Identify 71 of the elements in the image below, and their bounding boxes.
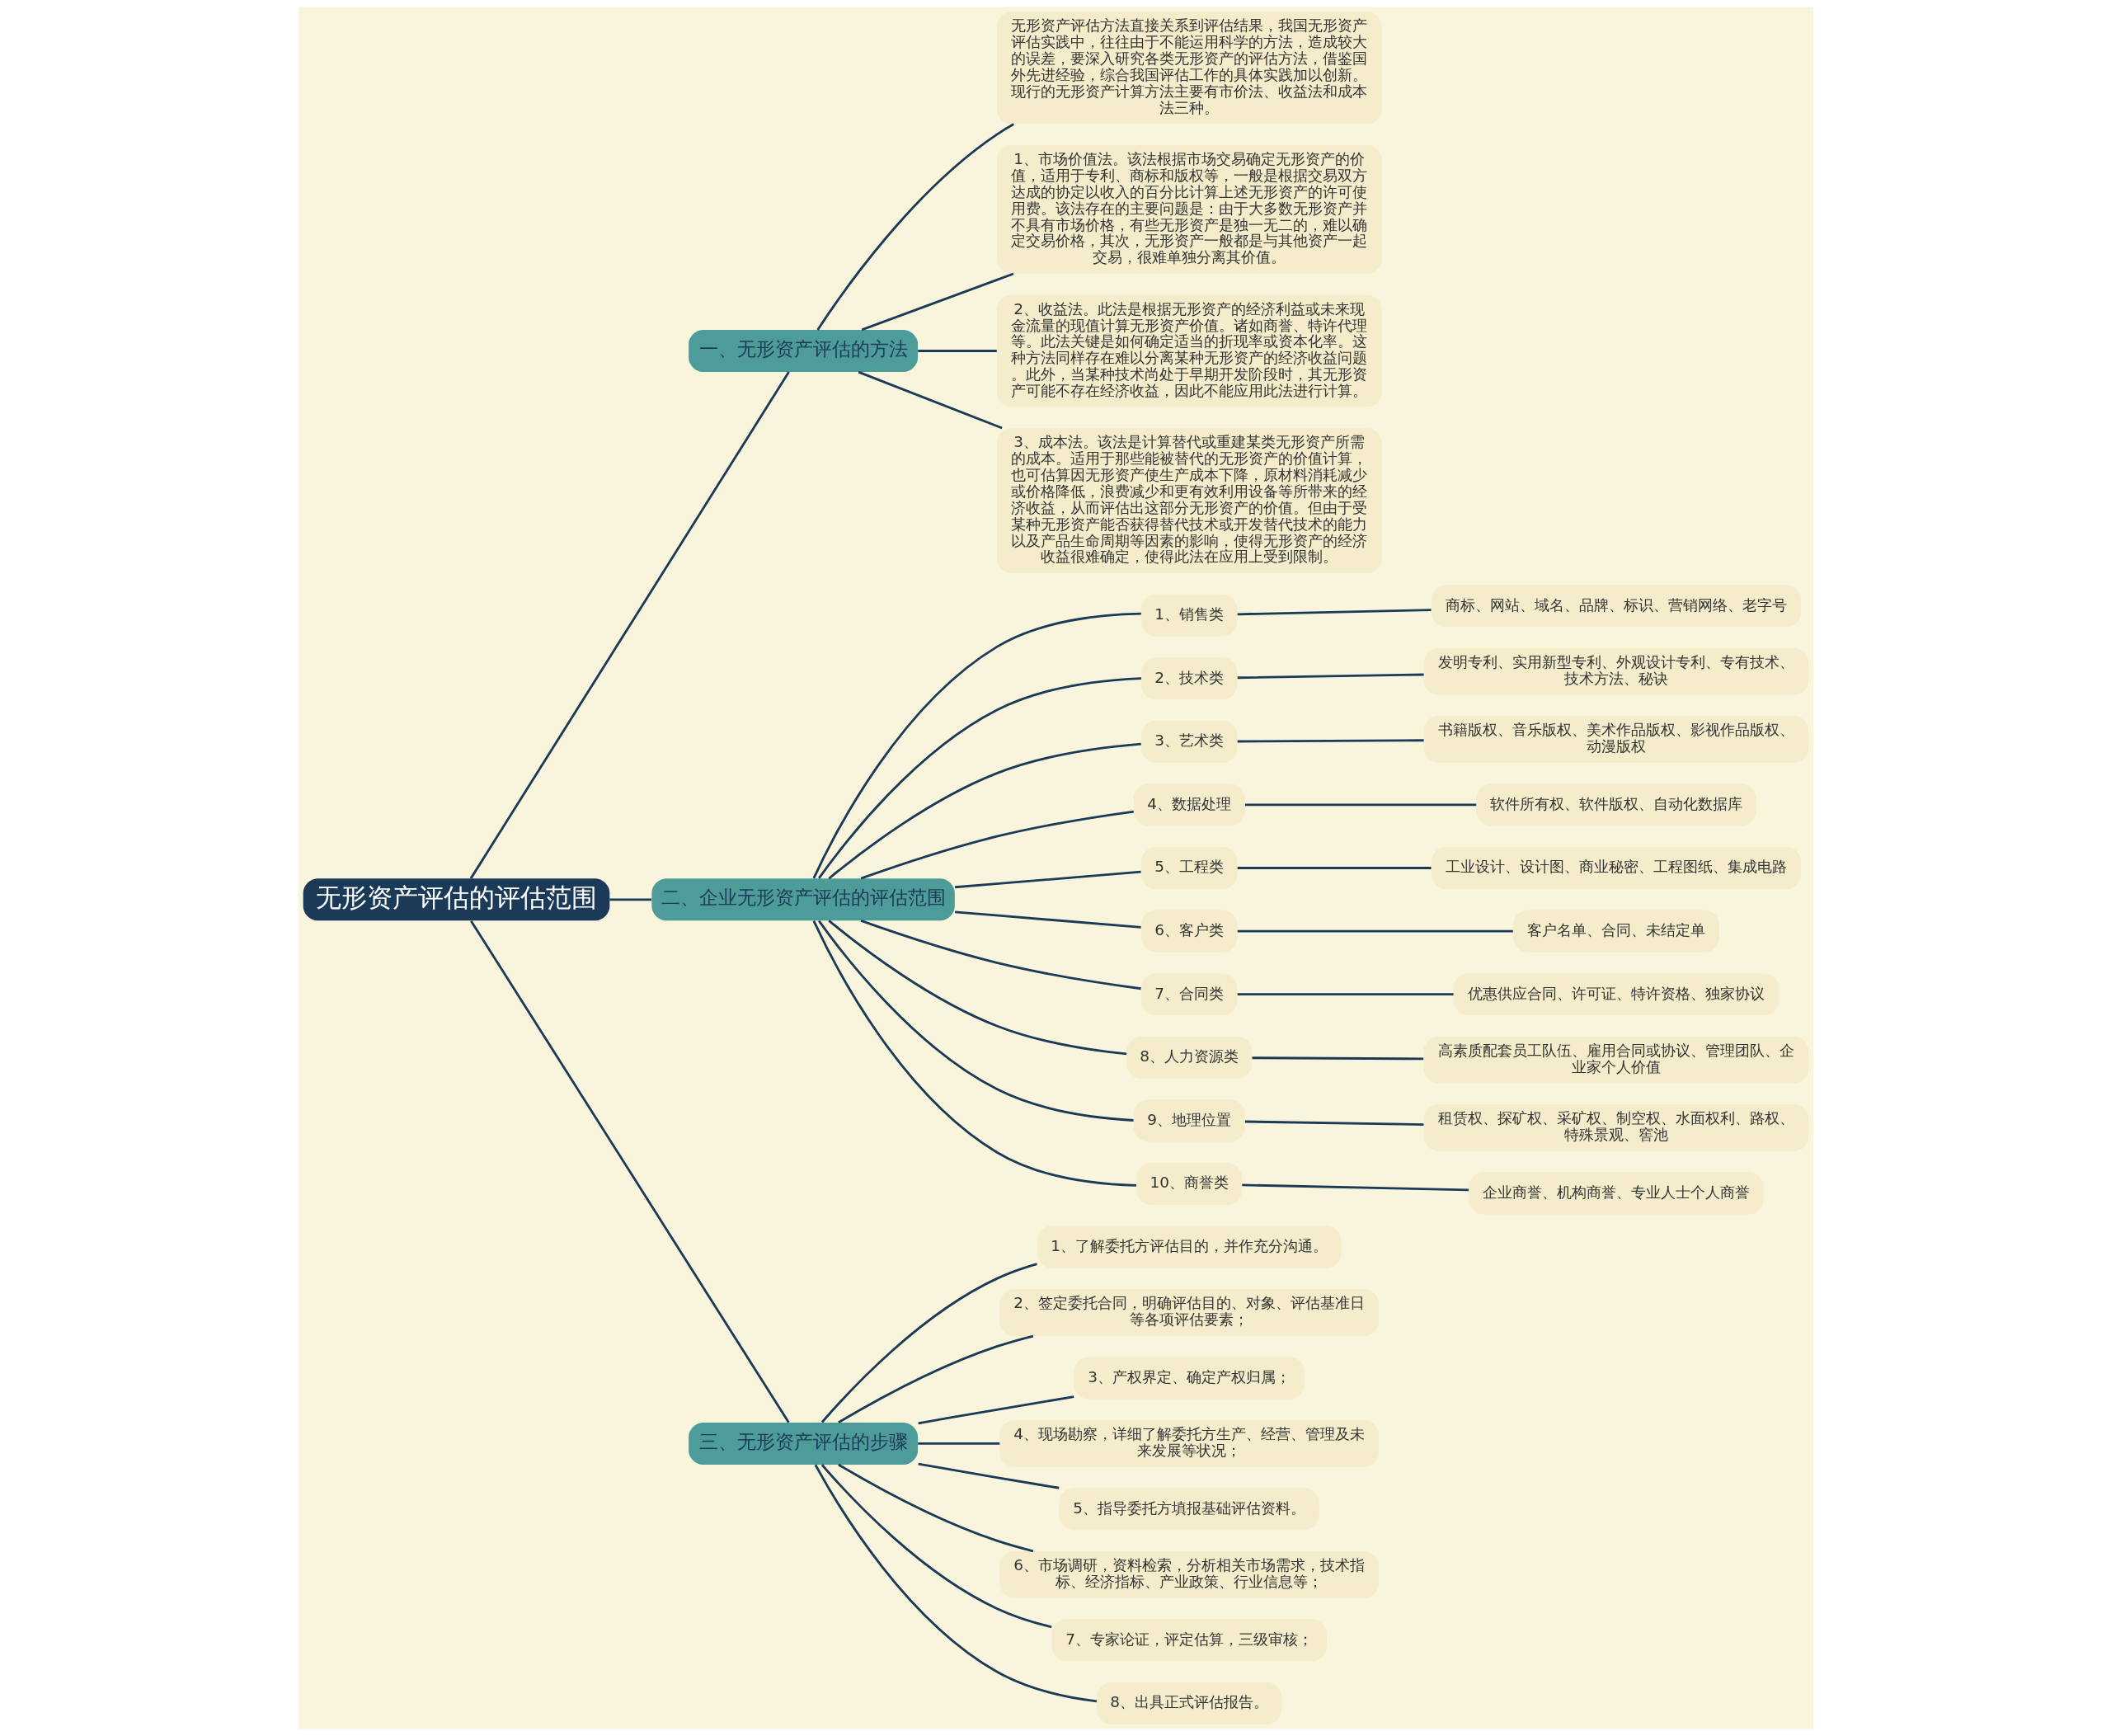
connector (820, 1263, 1037, 1423)
node-box: 6、客户类 (1140, 910, 1237, 953)
connector (827, 920, 1126, 1056)
node-box: 10、商誉类 (1135, 1162, 1242, 1206)
connector (816, 123, 1014, 331)
connector (860, 920, 1141, 990)
node-box: 租赁权、探矿权、采矿权、制空权、水面权利、路权、特殊景观、窖池 (1423, 1104, 1808, 1151)
node-box: 无形资产评估方法直接关系到评估结果，我国无形资产评估实践中，往往由于不能运用科学的方法，造成较大的误差，要深入研究各类无形资产的评估方法，借鉴国外先进经验，综合我国评估工作的具体实践加以创新。现行的无形资产计算方法主要有市价法、收益法和成本法三种。 (996, 12, 1382, 125)
node-box: 书籍版权、音乐版权、美术作品版权、影视作品版权、动漫版权 (1423, 716, 1808, 763)
node-box: 7、合同类 (1140, 973, 1237, 1016)
node-box: 4、现场勘察，详细了解委托方生产、经营、管理及未来发展等状况； (999, 1420, 1379, 1467)
connector (1244, 1120, 1423, 1126)
node-box: 企业商誉、机构商誉、专业人士个人商誉 (1468, 1172, 1764, 1215)
node-box: 7、专家论证，评定估算，三级审核； (1051, 1619, 1327, 1662)
connector (837, 1463, 1033, 1553)
connector (1237, 993, 1454, 996)
connector (814, 1464, 1097, 1703)
node-box: 4、数据处理 (1133, 783, 1245, 826)
connector (1244, 803, 1476, 807)
connector (469, 371, 790, 879)
node-box: 三、无形资产评估的步骤 (688, 1422, 918, 1465)
node-box: 1、销售类 (1140, 594, 1237, 637)
connector (1241, 1183, 1469, 1192)
node-box: 1、市场价值法。该法根据市场交易确定无形资产的价值，适用于专利、商标和版权等，一般是根据交易双方达成的协定以收入的百分比计算上述无形资产的许可使用费。该法存在的主要问题是：由于大多数无形资产并不具有市场价格，有些无形资产是独一无二的，难以确定交易价格，其次，无形资产一般都是与其他资产一起交易，很难单独分离其价值。 (996, 144, 1382, 274)
connector (1237, 739, 1424, 743)
connector (861, 272, 1013, 332)
connector (1237, 609, 1432, 616)
connector (917, 1462, 1059, 1489)
connector (1237, 867, 1431, 869)
node-box: 优惠供应合同、许可证、特许资格、独家协议 (1453, 973, 1779, 1016)
node-box: 无形资产评估的评估范围 (303, 878, 609, 921)
connector (917, 1395, 1074, 1425)
connector (860, 810, 1134, 880)
connector (837, 1334, 1033, 1424)
node-box: 3、产权界定、确定产权归属； (1074, 1357, 1305, 1400)
connector (817, 920, 1134, 1122)
connector (827, 742, 1141, 880)
node-box: 1、了解委托方评估目的，并作充分沟通。 (1037, 1226, 1342, 1268)
connector (469, 920, 790, 1423)
connector (1237, 929, 1513, 933)
connector (954, 910, 1141, 929)
connector (1237, 673, 1424, 680)
node-box: 2、签定委托合同，明确评估目的、对象、评估基准日等各项评估要素； (999, 1289, 1379, 1336)
connector (954, 870, 1141, 889)
node-box: 工业设计、设计图、商业秘密、工程图纸、集成电路 (1431, 846, 1801, 890)
connector (1252, 1056, 1423, 1061)
node-box: 发明专利、实用新型专利、外观设计专利、专有技术、技术方法、秘诀 (1423, 647, 1808, 695)
node-box: 二、企业无形资产评估的评估范围 (651, 878, 955, 921)
node-box: 商标、网站、域名、品牌、标识、营销网络、老字号 (1431, 585, 1801, 628)
node-box: 3、艺术类 (1140, 720, 1237, 763)
node-box: 2、技术类 (1140, 657, 1237, 700)
connector (917, 350, 997, 352)
connector (812, 612, 1141, 879)
node-box: 高素质配套员工队伍、雇用合同或协议、管理团队、企业家个人价值 (1423, 1036, 1808, 1084)
connector (817, 677, 1141, 879)
connector (858, 370, 1003, 430)
node-box: 客户名单、合同、未结定单 (1512, 910, 1719, 953)
node-box: 6、市场调研，资料检索，分析相关市场需求，技术指标、经济指标、产业政策、行业信息等； (999, 1550, 1379, 1598)
node-box: 2、收益法。此法是根据无形资产的经济利益或未来现金流量的现值计算无形资产价值。诸如商誉、特许代理等。此法关键是如何确定适当的折现率或资本化率。这种方法同样存在难以分离某种无形资产的经济收益问题。此外，当某种技术尚处于早期开发阶段时，其无形资产可能不存在经济收益，因此不能应用此法进行计算。 (996, 294, 1382, 407)
connector (609, 898, 651, 901)
connector (820, 1464, 1052, 1629)
node-box: 5、指导委托方填报基础评估资料。 (1059, 1488, 1319, 1531)
node-box: 3、成本法。该法是计算替代或重建某类无形资产所需的成本。适用于那些能被替代的无形资产的价值计算，也可估算因无形资产使生产成本下降，原材料消耗减少或价格降低，浪费减少和更有效利用设备等所带来的经济收益，从而评估出这部分无形资产的价值。但由于受某种无形资产能否获得替代技术或开发替代技术的能力以及产品生命周期等因素的影响，使得无形资产的经济收益很难确定，使得此法在应用上受到限制。 (996, 428, 1382, 574)
node-box: 5、工程类 (1140, 846, 1237, 890)
node-box: 软件所有权、软件版权、自动化数据库 (1475, 783, 1756, 826)
connector (812, 920, 1136, 1187)
node-box: 9、地理位置 (1133, 1099, 1245, 1142)
connector (917, 1442, 999, 1445)
node-box: 8、人力资源类 (1126, 1036, 1252, 1079)
node-box: 一、无形资产评估的方法 (688, 329, 918, 373)
node-box: 8、出具正式评估报告。 (1096, 1682, 1281, 1724)
